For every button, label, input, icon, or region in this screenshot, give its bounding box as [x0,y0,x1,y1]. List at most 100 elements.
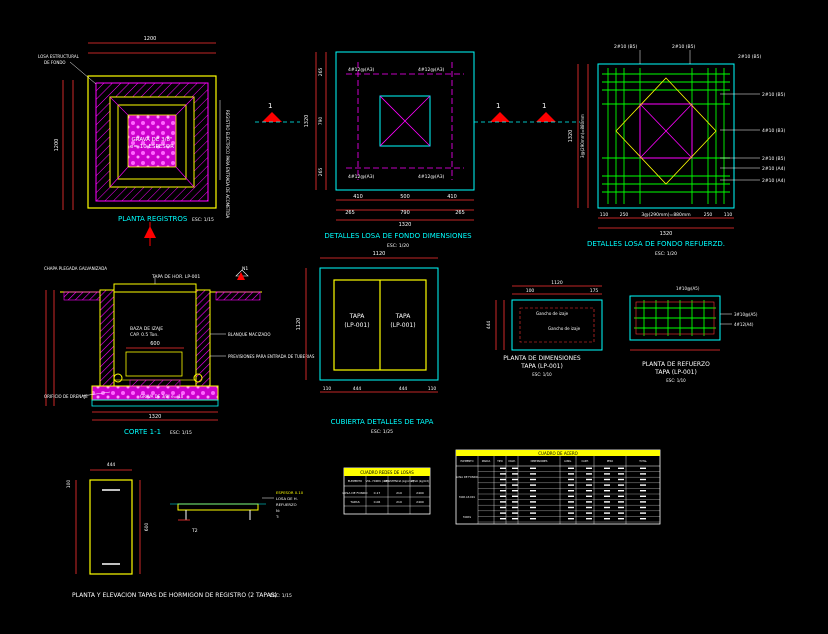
planta-elevacion-tapas: 444 100 600 T2 ESPESOR 0.10 LOSA DE H. R… [66,462,304,599]
tapa-dim-top: 1120 [551,280,563,286]
tapa1-label: TAPA [349,313,366,320]
losa-dim-low-3: 265 [455,210,465,216]
corte-n1-label: N1 [242,266,248,272]
ref-top-callout-3: 2#10 (B5) [738,54,761,60]
ref-top-callout-2: 2#10 (B5) [672,44,695,50]
cubierta-title: CUBIERTA DETALLES DE TAPA [331,418,434,426]
elev-note-3: REFUERZO [276,502,297,507]
losa-dims-scale: ESC: 1/20 [387,243,409,249]
cubierta-scale: ESC: 1/25 [371,429,393,435]
elev-dim-top: 444 [107,462,116,468]
losa-dim-left-1: 265 [318,68,324,77]
losa-dim-mid-3: 410 [447,194,457,200]
elev-note-1: ESPESOR 0.10 [276,490,304,495]
corte-base-cap: CAP. 0.5 Ton. [130,332,159,338]
elev-note-2: LOSA DE H. [276,496,298,501]
cuadro-acero-header: DIMENSIONES [531,460,548,463]
cuadro-acero-header: MARCA [482,460,491,463]
planta-label-fondo: DE FONDO [44,60,66,65]
tapa-dims-scale: ESC: 1/10 [532,372,552,377]
ref-right-callout-3: 2#10 (B5) [762,156,785,162]
corte-prev-label: PREVISIONES PARA ENTRADA DE TUBERIAS [228,354,315,359]
cuadro-acero-header: ELEMENTO [460,460,473,463]
tapa-dimensiones: Gancho de izaje Gancho de izaje 1120 100… [486,280,603,377]
corte-dim-inner: 600 [150,341,160,347]
planta-title: PLANTA REGISTROS [118,215,188,223]
corte-1-1: 1320 600 TAPA DE HOR. LP-001 N1 CHAPA PL… [44,266,315,436]
cubierta-dim-left: 1120 [296,318,302,331]
ref-dim-b2: 250 [620,212,629,218]
cuadro-acero-header: PESO [607,460,613,463]
ref-dim-left: 1320 [568,130,574,143]
cuadro-losas-cell: TAPAS [349,500,359,504]
elev-t2: T2 [191,528,198,534]
losa-callout-1: 4#12@(A3) [348,67,375,73]
section-marker-vertical [144,222,156,246]
ref-right-callout-1: 2#10 (B5) [762,92,785,98]
ref-dim-b4: 250 [704,212,713,218]
tapa-dim-left: 444 [486,321,492,330]
section-marker-left: 1 [255,102,300,123]
cubierta-dim-b2: 444 [353,386,362,392]
tapa-dim-note2: Gancho de izaje [548,326,581,331]
planta-dim-left: 1200 [54,139,60,152]
planta-grava-label: GRAVA DE 3/8" [131,137,172,143]
losa-dim-low-2: 790 [400,210,410,216]
elev-dim-left-a: 100 [66,480,72,489]
losa-dim-left-3: 265 [318,168,324,177]
ref-right-callout-4: 2#10 (A4) [762,166,785,172]
losa-dim-bottom: 1320 [399,222,412,228]
corte-grava-label: GRAVA DE 3/8" e= 10 [140,394,184,399]
cubierta-dim-b1: 110 [323,386,332,392]
ref-dim-b1: 110 [600,212,609,218]
corte-blanque-label: BLANQUE MACIZADO [228,332,270,337]
cuadro-losas-header: VOL. HORM. (m3) [366,479,389,483]
losa-dim-low-1: 265 [345,210,355,216]
cubierta-tapa: TAPA (LP-001) TAPA (LP-001) 1120 1120 11… [296,251,439,435]
losa-dims-title: DETALLES LOSA DE FONDO DIMENSIONES [324,232,472,240]
tapa-dim-note1: Gancho de izaje [536,311,569,316]
cuadro-acero-title: CUADRO DE ACERO [538,451,578,456]
losa-ref-scale: ESC: 1/20 [655,251,677,257]
cuadro-acero-group: LOSA DE FONDO [456,475,478,479]
cuadro-losas-cell: 2400 [416,500,424,504]
tapa-dim-top-1: 100 [526,288,535,294]
section-mark-1c: 1 [542,102,546,110]
section-marker-mid: 1 1 [474,102,580,123]
tapa-ref-scale: ESC: 1/10 [666,378,686,383]
elev-note-4: N: [276,508,280,513]
elev-note-5: T: [275,514,279,519]
cubierta-dim-b4: 110 [428,386,437,392]
losa-callout-4: 4#12@(A3) [418,174,445,180]
tapa-dims-title-2: TAPA (LP-001) [520,363,563,370]
cubierta-dim-b3: 444 [399,386,408,392]
losa-dimensiones: 4#12@(A3) 4#12@(A3) 4#12@(A3) 4#12@(A3) … [304,51,475,249]
cuadro-losas-header: PESO (kg/m3) [411,479,429,483]
ref-right-callout-5: 2#10 (A4) [762,178,785,184]
tapa-dim-top-2: 175 [590,288,599,294]
elevacion-scale: ESC: 1/15 [270,593,292,599]
planta-registros: 1200 1200 GRAVA DE 3/8" e= 10 ESPESOR LO… [38,36,230,223]
ref-dim-b3: 3@(290mm)=880mm [641,212,690,218]
cuadro-losas-cell: 2400 [416,491,424,495]
tapa-ref-title-1: PLANTA DE REFUERZO [642,361,710,368]
elevacion-title: PLANTA Y ELEVACION TAPAS DE HORMIGON DE … [72,592,277,599]
losa-ref-title: DETALLES LOSA DE FONDO REFUERZD. [587,240,725,248]
elev-dim-left-b: 600 [144,523,150,532]
tapa-dims-title-1: PLANTA DE DIMENSIONES [503,355,581,362]
ref-dim-bottom: 1320 [660,231,673,237]
ref-left-note: 3@(290mm)=880mm [580,114,585,158]
ref-right-callout-2: 4#10 (B3) [762,128,785,134]
tapa-ref-callout-r2: 4#12(A4) [734,322,754,327]
tapa1b-label: (LP-001) [344,322,369,329]
cuadro-losas-cell: 210 [396,491,402,495]
tapa-ref-callout-r1: 3#10@(A5) [734,312,758,317]
corte-scale: ESC: 1/15 [170,430,192,436]
losa-dim-left-2: 790 [318,117,324,126]
tapa-ref-title-2: TAPA (LP-001) [654,369,697,376]
ref-top-callout-1: 2#10 (B5) [614,44,637,50]
corte-tapa-label: TAPA DE HOR. LP-001 [151,274,200,280]
